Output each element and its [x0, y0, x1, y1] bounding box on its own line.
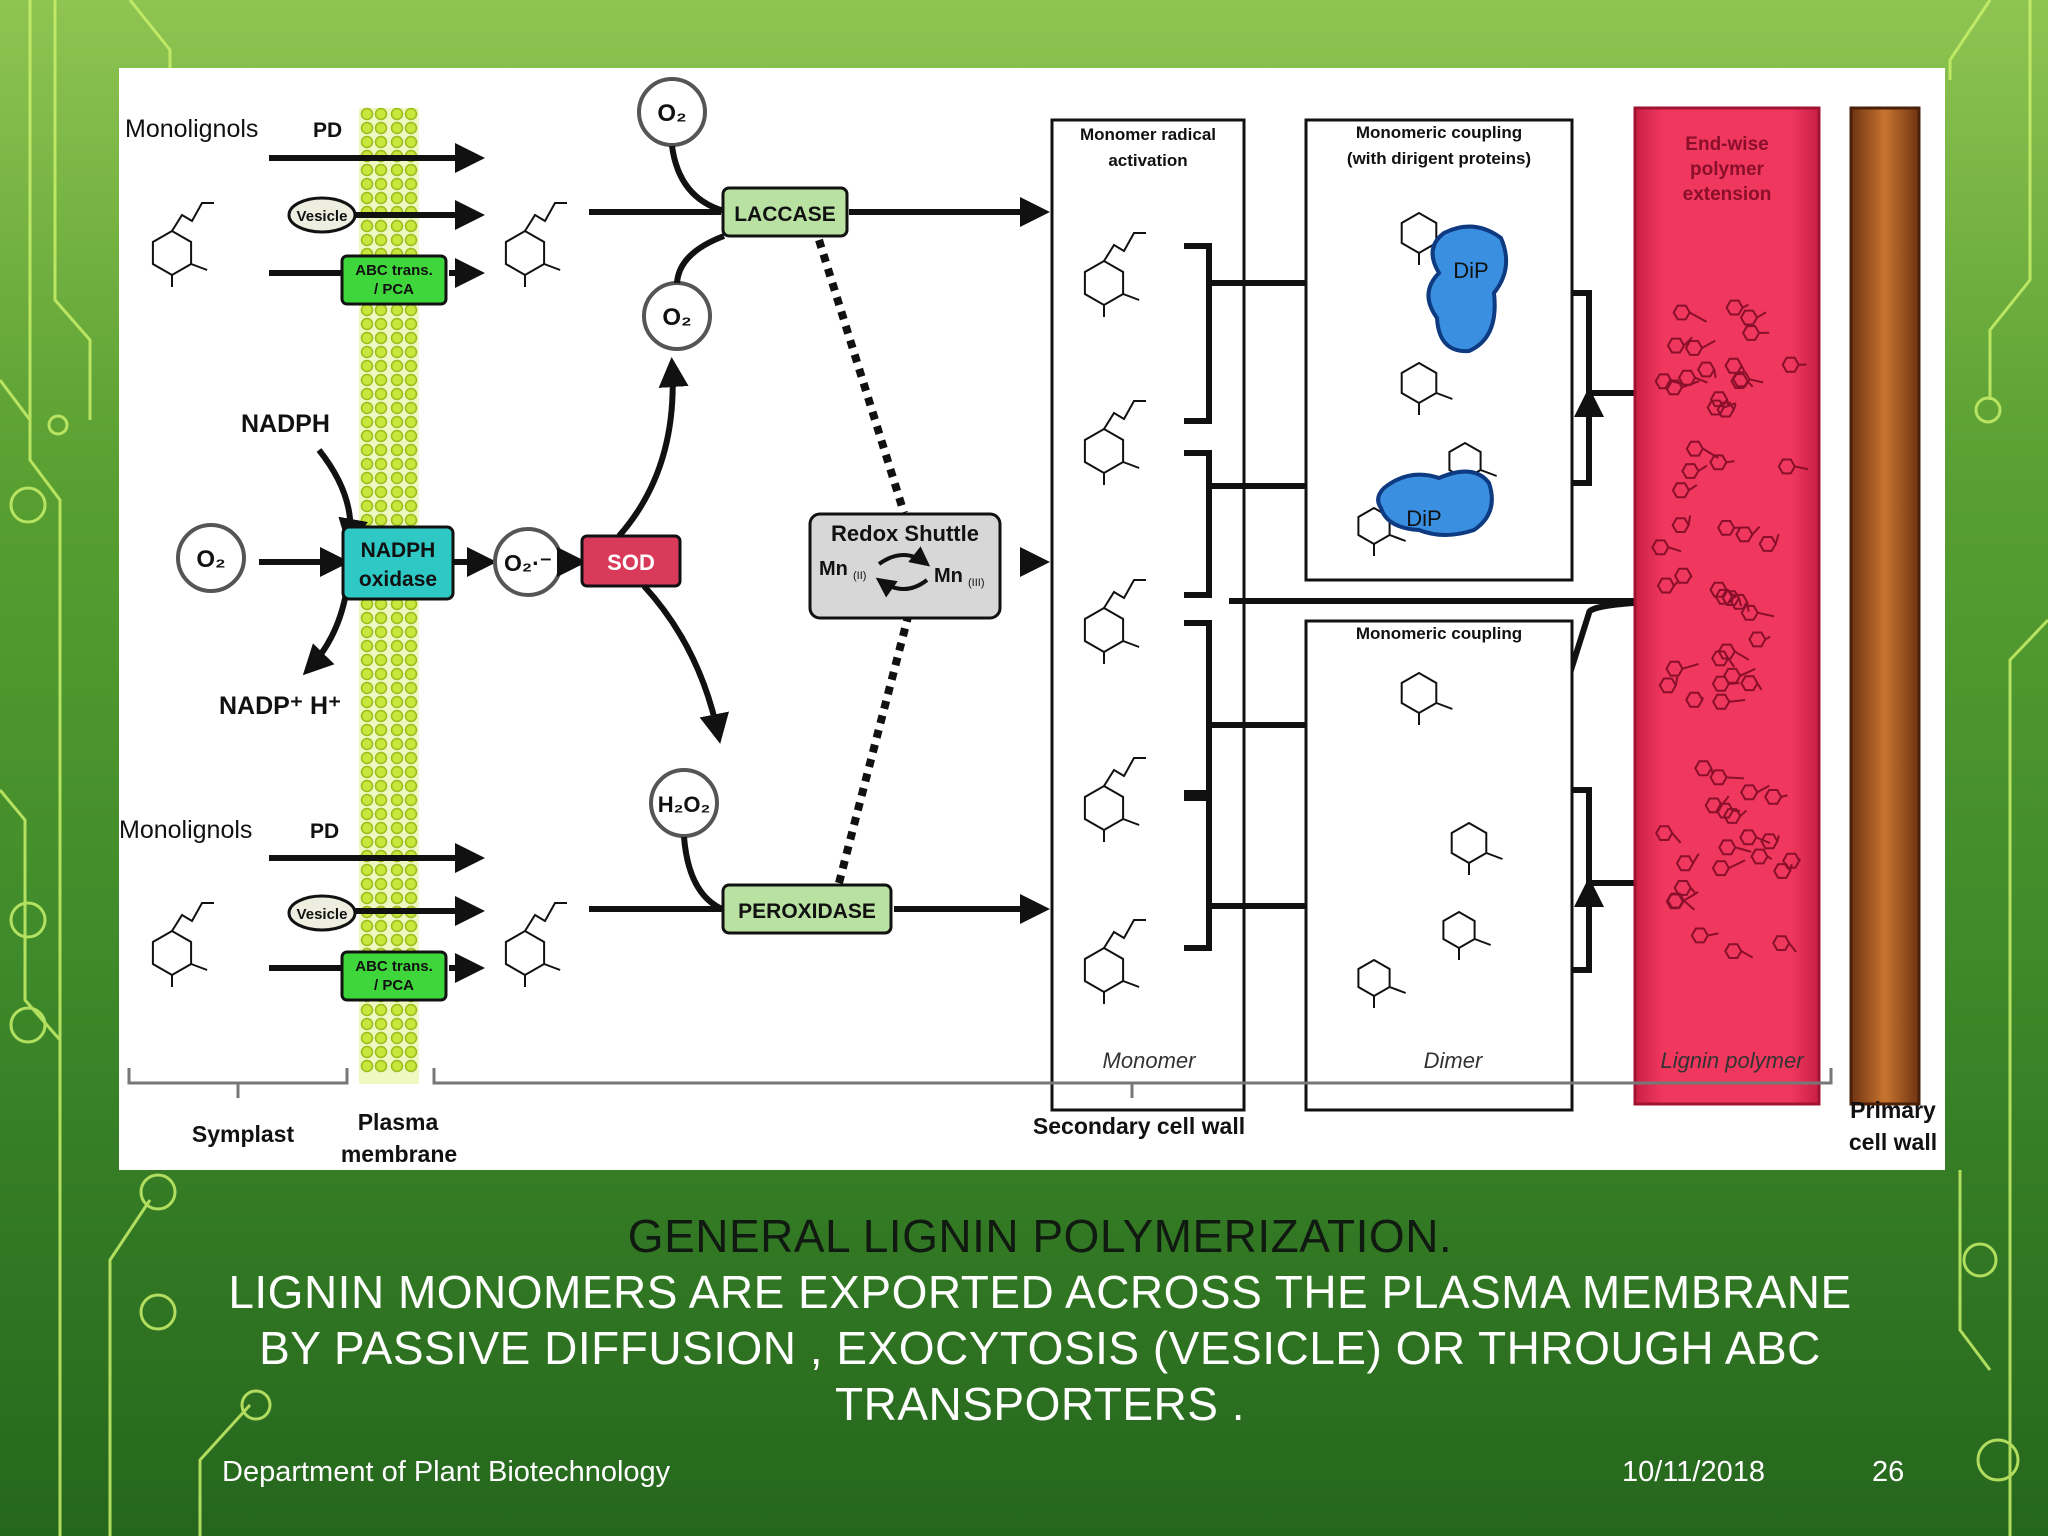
nadp-label: NADP⁺ H⁺: [219, 692, 341, 720]
svg-text:polymer: polymer: [1690, 159, 1765, 180]
footer-date: 10/11/2018: [1622, 1456, 1765, 1488]
svg-text:Monomeric coupling: Monomeric coupling: [1356, 624, 1522, 643]
figure-panel: Monolignols PD Monolignols PD Vesicle Ve…: [119, 68, 1945, 1170]
lignin-polymer-column: End-wise polymer extension: [1633, 106, 1821, 1106]
monomer-box: Monomer radical activation: [1050, 118, 1246, 1112]
pd-label-top: PD: [313, 119, 342, 142]
lignin-polymer-label: Lignin polymer: [1660, 1048, 1805, 1073]
svg-text:Mn: Mn: [934, 565, 963, 587]
footer-department: Department of Plant Biotechnology: [222, 1456, 671, 1488]
monolignols-label-bottom: Monolignols: [119, 816, 252, 844]
svg-text:O₂: O₂: [657, 100, 686, 127]
primary-cell-wall-column: [1849, 106, 1921, 1106]
dirigent-protein-2: DiP: [1376, 469, 1494, 537]
svg-text:Mn: Mn: [819, 558, 848, 580]
svg-text:O₂: O₂: [662, 304, 691, 331]
caption-body: Lignin monomers are exported across the …: [228, 1266, 1852, 1430]
sod-box: SOD: [580, 534, 682, 588]
plasma-membrane-label-1: Plasma: [358, 1109, 439, 1135]
svg-text:activation: activation: [1108, 151, 1187, 170]
nadph-oxidase: NADPH oxidase: [341, 525, 455, 601]
monomer-label: Monomer: [1103, 1048, 1198, 1073]
svg-text:SOD: SOD: [607, 550, 655, 575]
dimer-label: Dimer: [1424, 1048, 1484, 1073]
h2o2-circle: H₂O₂: [649, 768, 719, 838]
caption-title: General lignin polymerization.: [627, 1210, 1453, 1262]
vesicle-bottom: Vesicle: [287, 894, 357, 932]
o2-circle-top: O₂: [637, 77, 707, 147]
svg-text:extension: extension: [1683, 184, 1772, 205]
svg-text:Vesicle: Vesicle: [297, 208, 348, 225]
pd-label-bottom: PD: [310, 820, 339, 843]
svg-text:Redox Shuttle: Redox Shuttle: [831, 521, 979, 546]
svg-text:ABC trans.: ABC trans.: [355, 262, 433, 279]
primary-cell-wall-label-1: Primary: [1850, 1097, 1936, 1123]
svg-text:ABC trans.: ABC trans.: [355, 958, 433, 975]
primary-cell-wall-label-2: cell wall: [1849, 1129, 1937, 1155]
svg-text:O₂·⁻: O₂·⁻: [504, 550, 552, 576]
svg-text:PEROXIDASE: PEROXIDASE: [738, 900, 876, 923]
svg-text:Monomer radical: Monomer radical: [1080, 125, 1216, 144]
symplast-label: Symplast: [192, 1121, 295, 1147]
lignin-polymerization-diagram: Monolignols PD Monolignols PD Vesicle Ve…: [119, 77, 1937, 1167]
svg-text:Vesicle: Vesicle: [297, 906, 348, 923]
svg-text:DiP: DiP: [1453, 258, 1488, 283]
svg-text:oxidase: oxidase: [359, 568, 437, 591]
svg-text:LACCASE: LACCASE: [734, 203, 836, 226]
svg-text:O₂: O₂: [196, 546, 225, 573]
vesicle-top: Vesicle: [287, 196, 357, 234]
svg-text:DiP: DiP: [1406, 506, 1441, 531]
svg-text:End-wise: End-wise: [1685, 134, 1768, 155]
dimer-box: Monomeric coupling: [1304, 619, 1574, 1112]
svg-text:(with dirigent proteins): (with dirigent proteins): [1347, 149, 1531, 168]
svg-text:Monomeric coupling: Monomeric coupling: [1356, 123, 1522, 142]
svg-text:/ PCA: / PCA: [374, 977, 414, 994]
o2-circle-left: O₂: [176, 523, 246, 593]
plasma-membrane-label-2: membrane: [341, 1141, 457, 1167]
svg-text:NADPH: NADPH: [361, 539, 436, 562]
svg-text:(III): (III): [968, 577, 985, 589]
secondary-cell-wall-label: Secondary cell wall: [1033, 1113, 1245, 1139]
abc-transporter-top: ABC trans. / PCA: [340, 254, 448, 306]
svg-text:(II): (II): [853, 570, 866, 582]
laccase-box: LACCASE: [721, 186, 849, 238]
svg-text:/ PCA: / PCA: [374, 281, 414, 298]
o2-circle-middle: O₂: [642, 281, 712, 351]
dirigent-protein-1: DiP: [1426, 224, 1509, 354]
footer-page-number: 26: [1872, 1456, 1905, 1488]
redox-shuttle-box: Redox Shuttle Mn (II) Mn (III): [808, 512, 1002, 620]
monolignols-label-top: Monolignols: [125, 115, 258, 143]
peroxidase-box: PEROXIDASE: [721, 883, 893, 935]
abc-transporter-bottom: ABC trans. / PCA: [340, 950, 448, 1002]
svg-text:H₂O₂: H₂O₂: [658, 792, 711, 817]
superoxide-circle: O₂·⁻: [493, 527, 563, 597]
nadph-label: NADPH: [241, 410, 330, 438]
